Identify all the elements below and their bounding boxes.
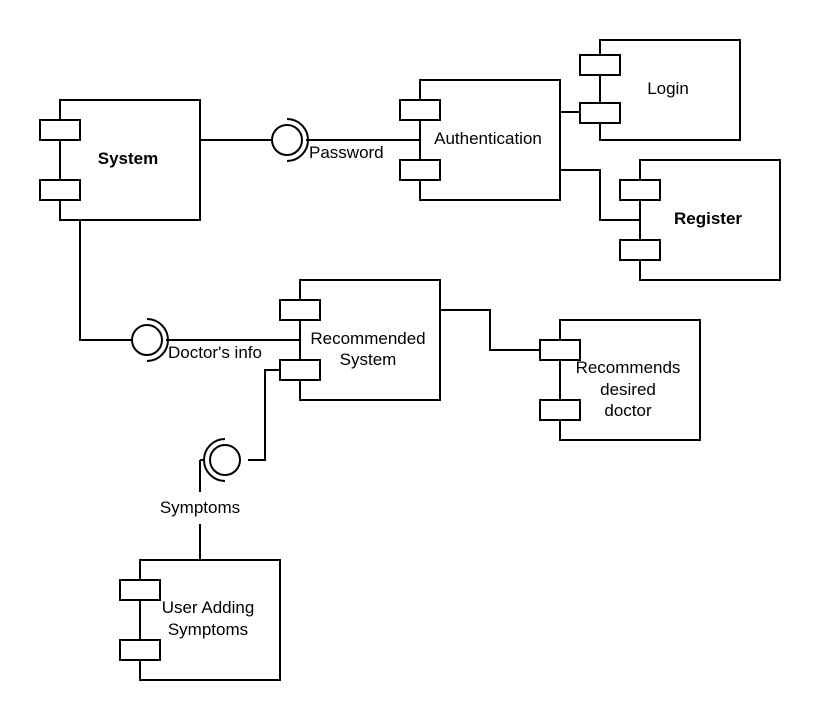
system-port-top-icon (39, 119, 81, 141)
symptoms-interface: Symptoms (160, 438, 241, 517)
recommended-doctor-line (440, 309, 540, 351)
component-recommended-system: Recommended System (279, 279, 441, 401)
doctors-info-label: Doctor's info (168, 343, 262, 362)
authentication-label: Authentication (434, 129, 542, 148)
system-doctors-info-line (79, 220, 132, 341)
component-recommends-desired-doctor: Recommends desired doctor (539, 319, 701, 441)
user-adding-symptoms-box (139, 559, 281, 681)
recommends-doctor-box (559, 319, 701, 441)
recommends-doctor-port-bottom-icon (539, 399, 581, 421)
login-port-top-icon (579, 54, 621, 76)
register-label: Register (674, 209, 742, 228)
doctors-info-interface: Doctor's info (131, 318, 262, 362)
register-port-bottom-icon (619, 239, 661, 261)
recommended-port-top-icon (279, 299, 321, 321)
authentication-register-line (560, 169, 640, 221)
component-login: Login (579, 39, 741, 141)
login-box (599, 39, 741, 141)
recommends-doctor-label-line2: desired (600, 380, 656, 399)
component-system: System (39, 99, 201, 221)
register-box (639, 159, 781, 281)
symptoms-ball-icon (209, 444, 241, 476)
doctors-info-ball-icon (131, 324, 163, 356)
login-port-bottom-icon (579, 102, 621, 124)
component-register: Register (619, 159, 781, 281)
component-user-adding-symptoms: User Adding Symptoms (119, 559, 281, 681)
component-authentication: Authentication (399, 79, 561, 201)
password-socket-icon (286, 118, 309, 162)
doctors-info-socket-icon (146, 318, 169, 362)
login-label: Login (647, 79, 689, 98)
recommended-label-line2: System (340, 350, 397, 369)
recommends-doctor-label-line1: Recommends (576, 358, 681, 377)
system-box (59, 99, 201, 221)
symptoms-label: Symptoms (160, 498, 240, 517)
authentication-box (419, 79, 561, 201)
register-port-top-icon (619, 179, 661, 201)
recommended-symptoms-line (248, 369, 280, 461)
user-port-top-icon (119, 579, 161, 601)
recommended-system-box (299, 279, 441, 401)
password-ball-icon (271, 124, 303, 156)
user-adding-label-line2: Symptoms (168, 620, 248, 639)
password-interface: Password (271, 118, 384, 162)
recommended-port-bottom-icon (279, 359, 321, 381)
user-port-bottom-icon (119, 639, 161, 661)
recommends-doctor-label-line3: doctor (604, 401, 652, 420)
authentication-port-bottom-icon (399, 159, 441, 181)
user-adding-label-line1: User Adding (162, 598, 255, 617)
system-label: System (98, 149, 158, 168)
system-port-bottom-icon (39, 179, 81, 201)
connectors (79, 109, 640, 560)
recommends-doctor-port-top-icon (539, 339, 581, 361)
authentication-port-top-icon (399, 99, 441, 121)
recommended-label-line1: Recommended (310, 329, 425, 348)
password-label: Password (309, 143, 384, 162)
